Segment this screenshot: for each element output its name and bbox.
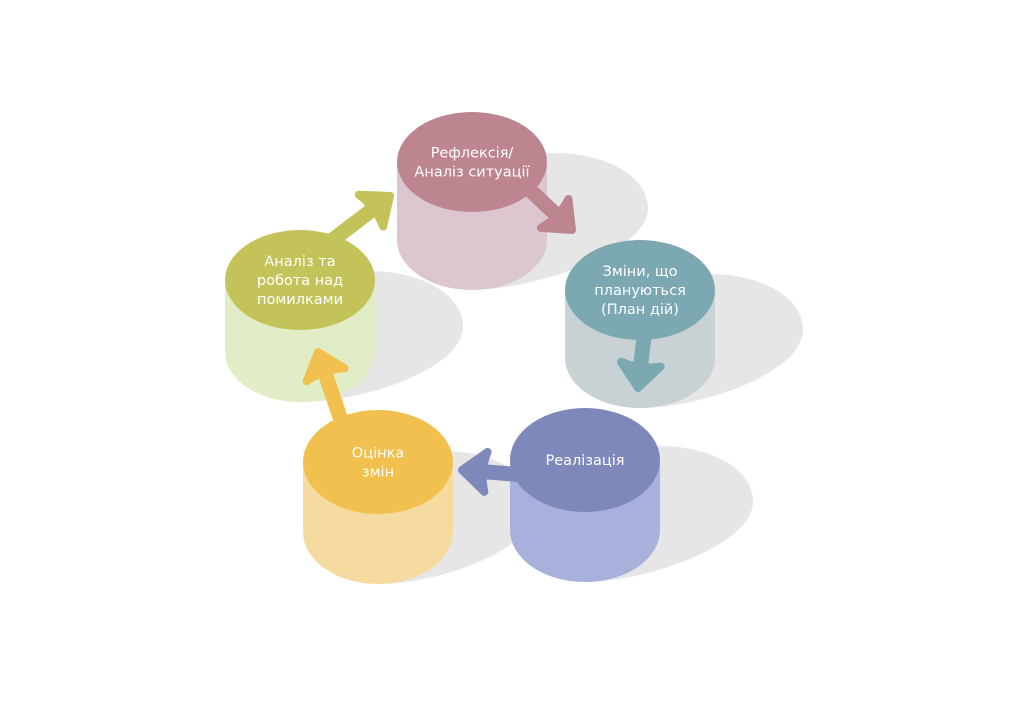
node-plan[interactable]: Зміни, що плануються (План дій) [565, 240, 715, 340]
node-label: помилками [257, 292, 343, 308]
node-label: Аналіз ситуації [414, 165, 530, 181]
arrowhead-icon [616, 357, 665, 392]
node-label: Реалізація [545, 453, 624, 469]
node-analysis[interactable]: Аналіз та робота над помилками [225, 230, 375, 330]
node-label: робота над [257, 273, 343, 289]
node-label: Оцінка [352, 446, 404, 462]
node-realization[interactable]: Реалізація [510, 408, 660, 512]
node-label: змін [362, 465, 394, 481]
node-evaluation[interactable]: Оцінка змін [303, 410, 453, 514]
arrow-analysis-to-reflexia [322, 190, 394, 250]
cylinder-top [397, 112, 547, 212]
cylinder-top [303, 410, 453, 514]
node-label: Зміни, що [603, 264, 678, 280]
arrow-reflexia-to-plan [520, 180, 576, 234]
node-label: Аналіз та [264, 254, 335, 270]
cylinder-top [510, 408, 660, 512]
cylinder-top [225, 230, 375, 330]
arrowhead-icon [458, 447, 492, 496]
node-reflexia[interactable]: Рефлексія/Аналіз ситуації [397, 112, 547, 212]
node-label: плануються [594, 283, 686, 299]
node-label: (План дій) [601, 302, 679, 318]
cylinder-top [565, 240, 715, 340]
arrowhead-icon [354, 190, 394, 231]
arrowhead-icon [302, 348, 349, 386]
arrowhead-icon [536, 194, 576, 234]
node-label: Рефлексія/ [431, 146, 514, 162]
